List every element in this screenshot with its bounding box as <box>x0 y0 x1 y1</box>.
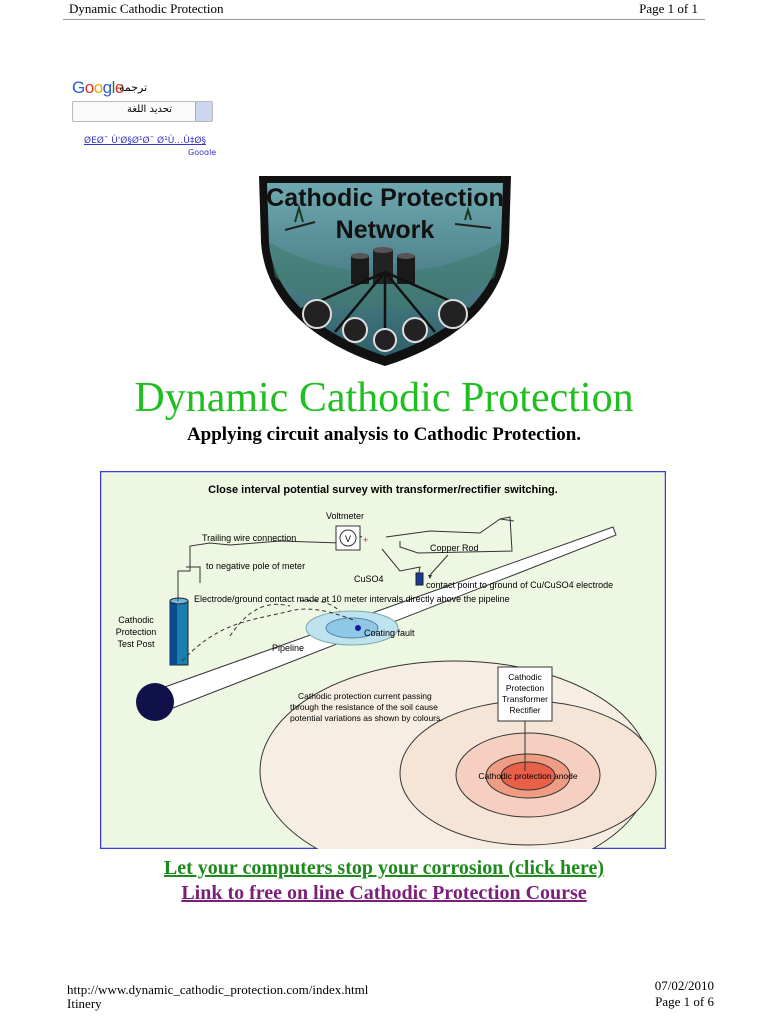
voltmeter-dial <box>339 529 357 547</box>
translate-label: ترجمة <box>119 81 148 94</box>
survey-diagram: V + Close interval potential survey with… <box>100 471 666 849</box>
test-post-shade <box>170 601 177 665</box>
language-select-label: تحديد اللغة <box>126 104 172 115</box>
rectifier-label-3: Transformer <box>502 694 548 704</box>
survey-path <box>181 600 357 662</box>
pipe-end <box>136 683 174 721</box>
rectifier-box <box>497 666 553 722</box>
coating-fault-point <box>355 625 361 631</box>
copper-rod <box>415 572 424 586</box>
footer-date: 07/02/2010 <box>654 978 714 993</box>
footer-page: Page 1 of 6 <box>655 994 714 1009</box>
contact-point-label: contact point to ground of Cu/CuSO4 elec… <box>426 580 613 590</box>
translate-link[interactable]: ØЕØ¯ Ù'Ø§Ø¹Ø¯ Ø¹Ù…Ù‡Ø§ <box>84 136 206 146</box>
rectifier-label-2: Protection <box>506 683 545 693</box>
powered-by-google[interactable]: Google <box>188 148 217 155</box>
print-header-page: Page 1 of 1 <box>639 1 698 16</box>
voltmeter-label: Voltmeter <box>326 511 364 521</box>
copper-rod-label: Copper Rod <box>430 543 479 553</box>
negative-pole-label: to negative pole of meter <box>206 561 305 571</box>
page-title: Dynamic Cathodic Protection <box>134 375 634 421</box>
current-label-2: through the resistance of the soil cause <box>290 702 438 712</box>
computers-link[interactable]: Let your computers stop your corrosion (… <box>163 857 605 879</box>
current-label-1: Cathodic protection current passing <box>298 691 432 701</box>
current-label-3: potential variations as shown by colours… <box>290 713 443 723</box>
anode-core <box>500 761 556 791</box>
diagram-heading: Close interval potential survey with tra… <box>208 484 558 496</box>
translate-widget: Google ترجمة تحديد اللغة ØЕØ¯ Ù'Ø§Ø¹Ø¯ Ø… <box>72 78 217 158</box>
test-post-label-2: Protection <box>116 627 157 637</box>
language-select[interactable]: تحديد اللغة <box>72 101 213 122</box>
cathodic-protection-network-logo: Cathodic Protection Network <box>259 176 511 366</box>
logo-line1: Cathodic Protection <box>266 184 504 212</box>
footer-itinery: Itinery <box>67 996 102 1011</box>
test-post-label-3: Test Post <box>117 639 155 649</box>
print-header-title: Dynamic Cathodic Protection <box>69 1 224 16</box>
header-rule <box>63 19 705 20</box>
test-post-label-1: Cathodic <box>118 615 154 625</box>
trailing-wire-label: Trailing wire connection <box>202 533 296 543</box>
voltmeter-plus: + <box>363 535 368 545</box>
trailing-wire <box>177 516 515 601</box>
cuso4-label: CuSO4 <box>354 574 384 584</box>
pipeline-label: Pipeline <box>272 643 304 653</box>
footer-url: http://www.dynamic_cathodic_protection.c… <box>67 982 369 997</box>
language-select-button[interactable] <box>195 102 212 121</box>
anode-label: Cathodic protection anode <box>478 771 578 781</box>
google-logo: Google <box>72 78 124 97</box>
voltmeter-symbol: V <box>345 534 351 544</box>
coating-fault-label: Coating fault <box>364 628 415 638</box>
electrode-contact-label: Electrode/ground contact made at 10 mete… <box>194 594 510 604</box>
course-link[interactable]: Link to free on line Cathodic Protection… <box>181 882 587 904</box>
rectifier-label-1: Cathodic <box>508 672 542 682</box>
rectifier-label-4: Rectifier <box>509 705 540 715</box>
logo-line2: Network <box>336 216 435 244</box>
fault-zone-inner <box>325 617 379 639</box>
page-subtitle: Applying circuit analysis to Cathodic Pr… <box>186 424 582 445</box>
